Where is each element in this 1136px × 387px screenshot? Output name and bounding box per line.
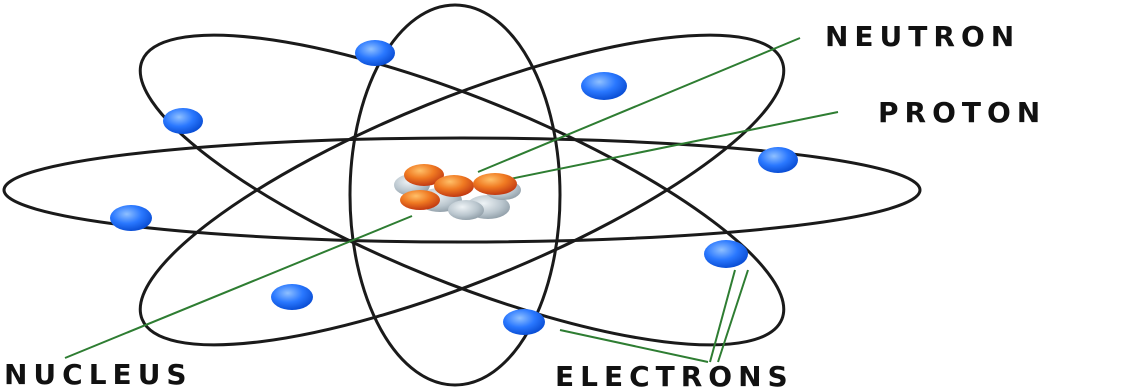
electrons bbox=[110, 40, 798, 335]
electron-icon bbox=[581, 72, 627, 100]
electron-icon bbox=[355, 40, 395, 66]
nucleus bbox=[394, 164, 521, 220]
electron-icon bbox=[271, 284, 313, 310]
leader-line-electron-a bbox=[559, 329, 709, 363]
nucleus-label: NUCLEUS bbox=[4, 358, 193, 387]
electron-icon bbox=[503, 309, 545, 335]
leader-line-nucleus bbox=[64, 215, 413, 359]
proton-icon bbox=[473, 173, 517, 195]
electrons-label: ELECTRONS bbox=[555, 360, 794, 387]
electron-icon bbox=[704, 240, 748, 268]
neutron-label: NEUTRON bbox=[825, 20, 1020, 53]
leader-line-electron-b bbox=[709, 269, 736, 363]
leader-lines bbox=[64, 37, 839, 363]
proton-icon bbox=[404, 164, 444, 186]
proton-icon bbox=[400, 190, 440, 210]
orbit-vertical bbox=[348, 3, 562, 387]
electron-icon bbox=[758, 147, 798, 173]
neutron-icon bbox=[448, 200, 484, 220]
leader-line-proton bbox=[504, 111, 839, 181]
orbits bbox=[2, 3, 922, 387]
leader-line-neutron bbox=[477, 37, 801, 173]
proton-icon bbox=[434, 175, 474, 197]
proton-label: PROTON bbox=[878, 96, 1046, 129]
leader-line-electron-c bbox=[717, 269, 749, 363]
orbit-tilted-up bbox=[138, 33, 786, 347]
orbit-tilted-down bbox=[138, 33, 786, 347]
orbit-horizontal bbox=[2, 136, 922, 244]
electron-icon bbox=[163, 108, 203, 134]
electron-icon bbox=[110, 205, 152, 231]
